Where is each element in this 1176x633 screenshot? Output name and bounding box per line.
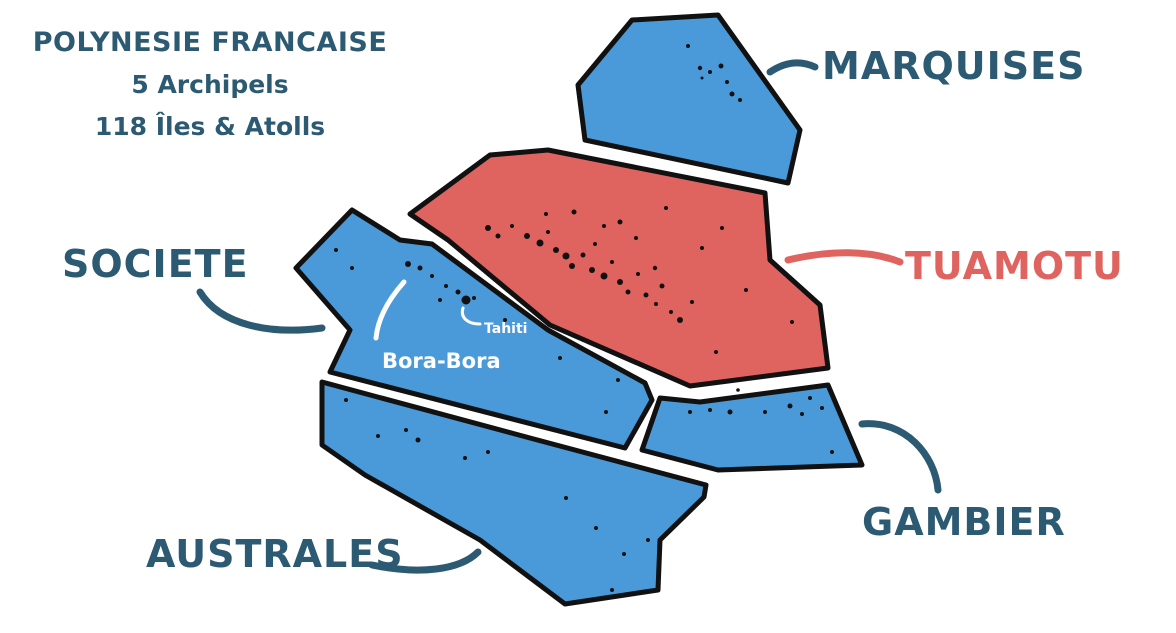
- tuamotu-connector: [784, 249, 904, 266]
- marquises-region[interactable]: [575, 12, 803, 186]
- societe-region[interactable]: [293, 207, 655, 451]
- societe-connector: [196, 288, 326, 334]
- map-title: POLYNESIE FRANCAISE 5 Archipels 118 Îles…: [20, 22, 400, 148]
- gambier-connector: [858, 420, 942, 494]
- title-line-3: 118 Îles & Atolls: [94, 112, 326, 141]
- island-dots: [334, 44, 834, 592]
- title-line-1: POLYNESIE FRANCAISE: [32, 27, 388, 58]
- tahiti-pointer: [460, 306, 482, 326]
- marquises-label: MARQUISES: [822, 44, 1086, 88]
- marquises-connector: [766, 59, 819, 76]
- australes-label: AUSTRALES: [146, 532, 404, 576]
- australes-connector: [368, 548, 482, 574]
- tuamotu-label: TUAMOTU: [905, 244, 1124, 288]
- gambier-label: GAMBIER: [862, 500, 1066, 544]
- tahiti-label: Tahiti: [484, 321, 527, 337]
- tuamotu-region[interactable]: [407, 147, 831, 389]
- bora-bora-label: Bora-Bora: [382, 349, 501, 373]
- societe-label: SOCIETE: [62, 242, 249, 286]
- title-line-2: 5 Archipels: [131, 70, 289, 99]
- bora-bora-pointer: [373, 279, 407, 341]
- gambier-region[interactable]: [639, 382, 865, 473]
